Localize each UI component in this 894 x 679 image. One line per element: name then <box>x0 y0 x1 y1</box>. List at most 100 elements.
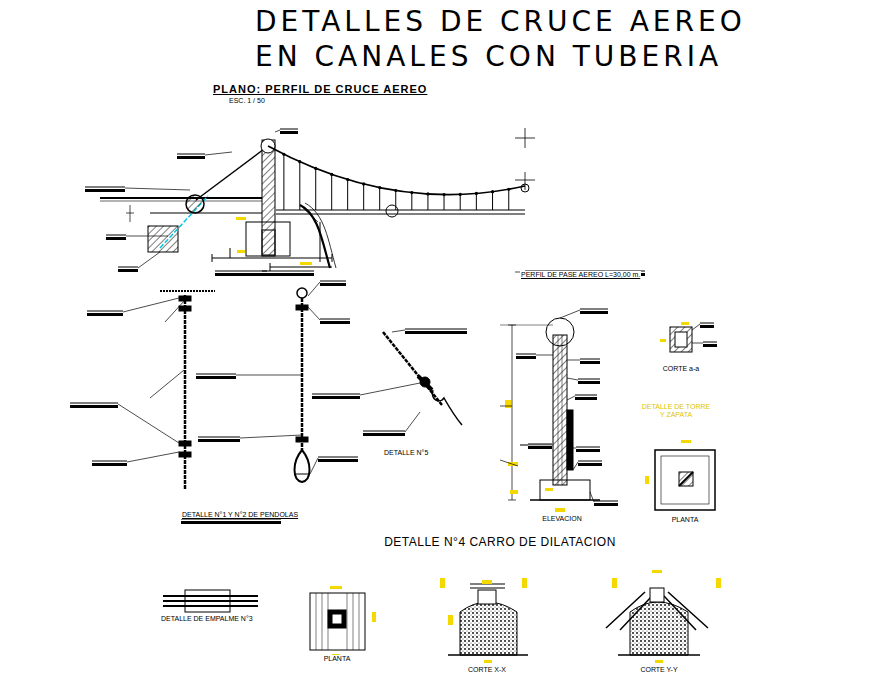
drawing-line <box>138 252 160 268</box>
drawing-line <box>196 374 236 375</box>
drawing-line <box>312 396 360 399</box>
drawing-line <box>536 355 553 356</box>
callout-leaders <box>70 129 717 524</box>
drawing-line <box>540 480 590 500</box>
drawing-line <box>567 410 573 470</box>
drawing-line <box>100 201 262 202</box>
drawing-line <box>297 288 307 298</box>
drawing-line <box>520 445 528 446</box>
drawing-line <box>118 269 138 272</box>
drawing-line <box>378 186 381 189</box>
drawing-line <box>670 327 692 352</box>
drawing-line <box>578 381 600 384</box>
drawing-line <box>308 307 320 320</box>
drawing-line <box>316 593 359 650</box>
drawing-line <box>442 193 445 196</box>
drawing-line <box>411 193 412 210</box>
drawing-line <box>280 131 298 134</box>
drawing-line <box>318 459 358 462</box>
drawing-line <box>198 437 240 438</box>
drawing-line <box>346 178 349 181</box>
drawing-line <box>700 325 714 328</box>
drawing-line <box>106 237 126 240</box>
drawing-line <box>470 584 505 588</box>
drawing-line <box>660 339 666 342</box>
drawing-line <box>360 382 425 395</box>
drawing-line <box>590 492 594 502</box>
drawing-line <box>310 593 365 650</box>
drawing-line <box>347 180 348 210</box>
detail-caption: CORTE X-X <box>467 666 507 674</box>
drawing-line <box>177 154 205 155</box>
drawing-line <box>383 332 442 405</box>
drawing-line <box>106 235 126 236</box>
drawing-line <box>320 321 350 324</box>
drawing-line <box>280 129 298 130</box>
clamp-detail <box>383 332 462 425</box>
detail-caption: PLANTA <box>323 655 352 663</box>
drawing-line <box>118 267 138 268</box>
drawing-line <box>578 461 602 462</box>
drawing-line <box>405 412 420 432</box>
drawing-line <box>294 474 310 475</box>
drawing-line <box>553 335 567 485</box>
drawing-line <box>70 403 118 404</box>
drawing-line <box>296 305 308 310</box>
drawing-line <box>295 450 310 482</box>
drawing-line <box>320 319 350 320</box>
drawing-line <box>332 614 342 624</box>
drawing-line <box>362 182 365 185</box>
drawing-line <box>500 460 518 466</box>
drawing-line <box>92 463 127 466</box>
detail-caption: ELEVACION <box>541 515 583 523</box>
drawing-line <box>118 404 179 443</box>
detail-caption: ESC. 1 / 50 <box>228 97 266 105</box>
drawing-line <box>237 250 245 253</box>
drawing-line <box>522 578 527 588</box>
drawing-line <box>476 193 477 210</box>
drawing-line <box>508 325 516 500</box>
drawing-line <box>567 360 580 361</box>
drawing-line <box>372 612 376 622</box>
drawing-line <box>576 449 600 452</box>
drawing-line <box>594 501 618 502</box>
drawing-line <box>300 205 318 222</box>
dimension-marks <box>236 217 721 663</box>
drawing-line <box>330 173 333 176</box>
drawing-line <box>126 236 168 237</box>
drawing-line <box>575 395 597 396</box>
drawing-line <box>300 262 312 265</box>
drawing-line <box>283 154 284 210</box>
drawing-line <box>432 390 462 425</box>
drawing-line <box>85 187 125 188</box>
tower-elevation <box>500 318 715 510</box>
drawing-line <box>298 160 301 163</box>
drawing-line <box>320 281 346 282</box>
drawing-line <box>363 184 364 210</box>
drawing-line <box>500 406 512 407</box>
drawing-line <box>196 146 268 200</box>
detail-caption: DETALLE DE TORRE Y ZAPATA <box>640 403 712 419</box>
drawing-line <box>262 271 314 272</box>
detail-caption: DETALLE DE EMPALME N°3 <box>160 615 254 623</box>
drawing-line <box>126 205 134 222</box>
drawing-line <box>299 162 300 210</box>
drawing-line <box>594 503 618 506</box>
drawing-line <box>484 660 492 663</box>
drawing-line <box>459 193 462 196</box>
drawing-line <box>312 394 360 395</box>
detail-caption: DETALLE N°1 Y N°2 DE PENDOLAS <box>181 511 299 519</box>
drawing-line <box>181 521 281 524</box>
drawing-line <box>645 476 649 484</box>
drawing-line <box>331 174 332 210</box>
drawing-line <box>410 191 413 194</box>
drawing-line <box>580 359 600 360</box>
drawing-line <box>262 230 275 256</box>
drawing-line <box>475 192 478 195</box>
section-heading: PLANO: PERFIL DE CRUCE AEREO <box>212 83 428 96</box>
drawing-line <box>427 194 428 210</box>
drawing-line <box>150 213 262 214</box>
drawing-line <box>576 447 600 448</box>
drawing-line <box>320 283 346 286</box>
